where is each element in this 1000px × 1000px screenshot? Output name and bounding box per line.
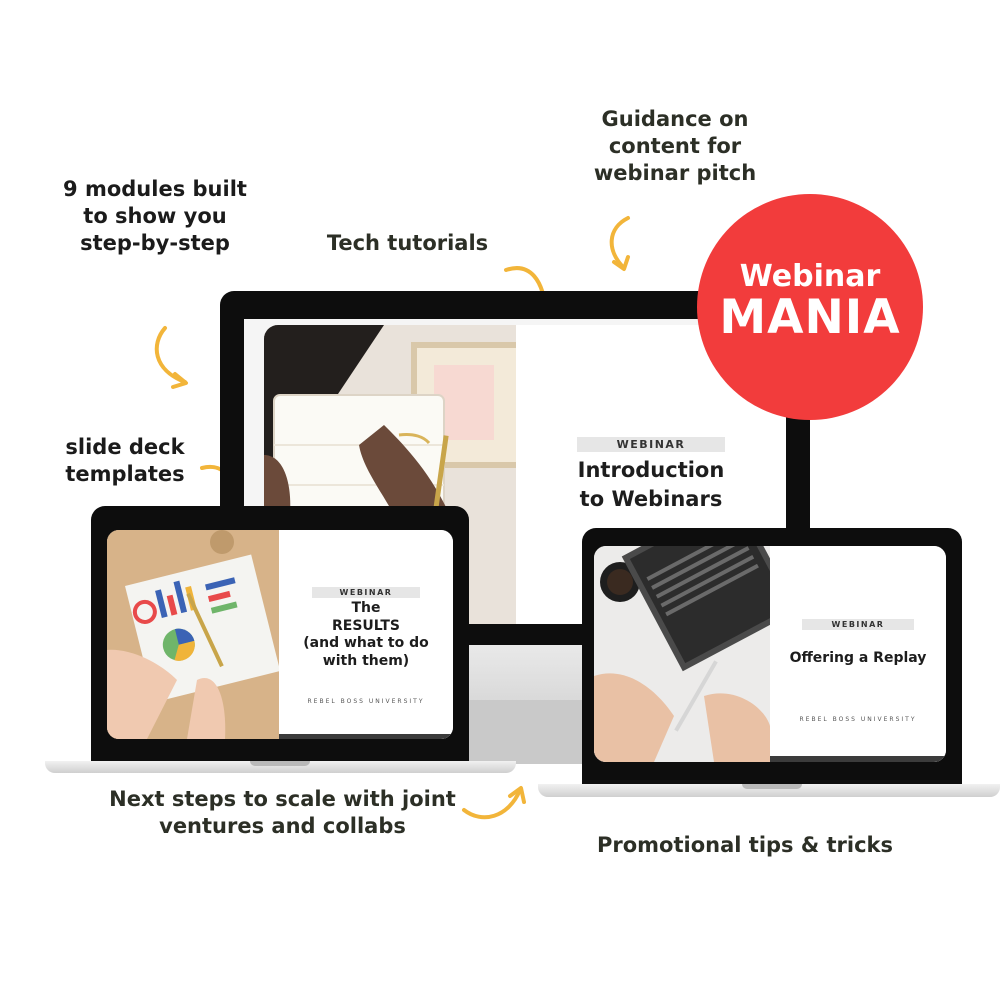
slide-kicker: WEBINAR xyxy=(311,587,421,598)
slide-kicker: WEBINAR xyxy=(801,619,915,630)
slide-bottom-bar xyxy=(279,734,453,739)
laptop-right: WEBINAR Offering a Replay REBEL BOSS UNI… xyxy=(582,528,962,784)
slide-footer: REBEL BOSS UNIVERSITY xyxy=(799,716,917,723)
laptop-left-base xyxy=(45,761,516,773)
slide-title-line1: Introduction xyxy=(577,458,725,482)
callout-promo: Promotional tips & tricks xyxy=(597,833,893,857)
laptop-right-base xyxy=(538,784,1000,797)
typing-laptop-photo xyxy=(594,546,770,762)
arrow-guidance-icon xyxy=(609,216,630,271)
badge-line2: MANIA xyxy=(719,290,901,346)
laptop-left-slide: WEBINAR The RESULTS (and what to do with… xyxy=(279,530,453,739)
slide-kicker: WEBINAR xyxy=(576,437,726,452)
chart-papers-photo xyxy=(107,530,279,739)
slide-title: Offering a Replay xyxy=(789,650,927,666)
laptop-right-screen: WEBINAR Offering a Replay REBEL BOSS UNI… xyxy=(594,546,946,762)
slide-title-line2: to Webinars xyxy=(579,487,723,512)
slide-title-line4: with them) xyxy=(322,652,410,669)
slide-title-line3: (and what to do xyxy=(303,635,429,651)
laptop-left: WEBINAR The RESULTS (and what to do with… xyxy=(91,506,469,761)
callout-guidance: Guidance on content for webinar pitch xyxy=(593,107,757,185)
webinar-mania-badge: Webinar MANIA xyxy=(697,194,923,420)
callout-tech-tutorials: Tech tutorials xyxy=(326,231,489,255)
slide-bottom-bar xyxy=(770,756,946,762)
laptop-left-notch xyxy=(250,761,310,766)
callout-slide-deck: slide deck templates xyxy=(65,435,185,486)
slide-title-line1: The xyxy=(351,600,381,616)
callout-next-steps: Next steps to scale with joint ventures … xyxy=(109,787,456,838)
laptop-right-notch xyxy=(742,784,802,789)
badge-line1: Webinar xyxy=(739,259,881,295)
slide-footer: REBEL BOSS UNIVERSITY xyxy=(307,698,425,705)
laptop-right-slide: WEBINAR Offering a Replay REBEL BOSS UNI… xyxy=(770,546,946,762)
monitor-stand-neck xyxy=(462,645,602,705)
slide-title-line2: RESULTS xyxy=(331,617,401,634)
callout-modules: 9 modules built to show you step-by-step xyxy=(63,177,247,255)
arrow-modules-icon xyxy=(154,326,188,389)
laptop-left-screen: WEBINAR The RESULTS (and what to do with… xyxy=(107,530,453,739)
arrow-next-steps-icon xyxy=(462,786,526,820)
